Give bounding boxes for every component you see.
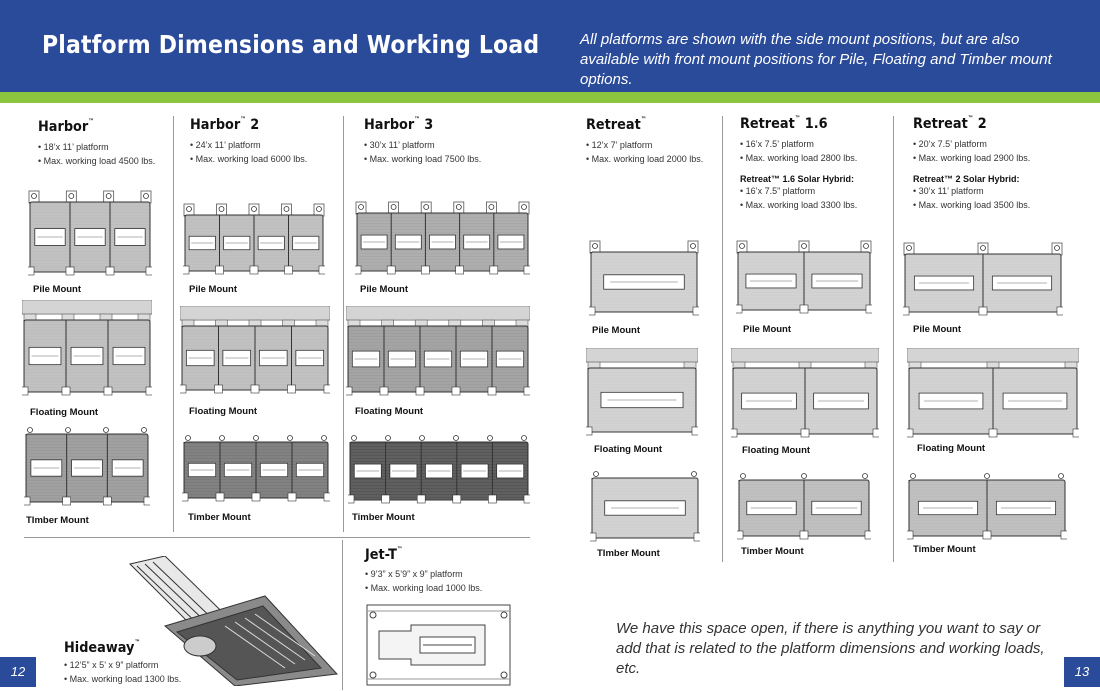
divider: [343, 116, 344, 532]
label-harbor3-floating: Floating Mount: [355, 406, 424, 417]
dock-drawing-harbor-floating: [22, 300, 152, 396]
product-retreat-2: Retreat™ 2 • 20’x 7.5’ platform • Max. w…: [913, 115, 1031, 210]
divider: [722, 116, 723, 562]
label-harbor-timber: TImber Mount: [26, 515, 89, 526]
label-harbor2-floating: Floating Mount: [189, 406, 258, 417]
label-harbor2-pile: Pile Mount: [189, 284, 238, 295]
label-retreat-timber: TImber Mount: [597, 548, 660, 559]
dock-drawing-retreat-timber: [590, 471, 700, 542]
product-hideaway: Hideaway™ • 12’5” x 5’ x 9” platform • M…: [64, 639, 182, 684]
divider: [173, 116, 174, 532]
label-retreat-pile: Pile Mount: [592, 325, 641, 336]
label-harbor-pile: Pile Mount: [33, 284, 82, 295]
dock-drawing-retreat16-pile: [736, 240, 872, 314]
divider: [893, 116, 894, 562]
label-retreat2-pile: Pile Mount: [913, 324, 962, 335]
dock-drawing-harbor2-pile: [183, 203, 325, 275]
dock-drawing-retreat2-floating: [907, 348, 1079, 438]
label-retreat16-floating: Floating Mount: [742, 445, 811, 456]
product-jet-t: Jet-T™ • 9’3” x 5’9” x 9” platform • Max…: [365, 546, 483, 593]
dock-drawing-harbor2-timber: [182, 435, 330, 502]
hideaway-drawing: [129, 556, 339, 686]
divider: [24, 537, 530, 538]
product-retreat-1-6: Retreat™ 1.6 • 16’x 7.5’ platform • Max.…: [740, 115, 858, 210]
label-retreat2-floating: Floating Mount: [917, 443, 986, 454]
label-harbor-floating: Floating Mount: [30, 407, 99, 418]
header-banner: Platform Dimensions and Working Load All…: [0, 0, 1100, 92]
page-title: Platform Dimensions and Working Load: [42, 30, 540, 59]
dock-drawing-retreat-floating: [586, 348, 698, 436]
dock-drawing-retreat-pile: [589, 240, 699, 316]
dock-drawing-harbor3-pile: [355, 201, 530, 275]
label-retreat-floating: Floating Mount: [594, 444, 663, 455]
divider: [342, 540, 343, 690]
dock-drawing-harbor3-floating: [346, 306, 530, 396]
label-harbor3-pile: Pile Mount: [360, 284, 409, 295]
jet-t-drawing: [366, 604, 511, 686]
product-harbor-3: Harbor™ 3 • 30’x 11’ platform • Max. wor…: [364, 116, 482, 164]
dock-drawing-harbor-timber: [24, 427, 150, 506]
dock-drawing-retreat16-floating: [731, 348, 879, 438]
header-subtitle: All platforms are shown with the side mo…: [580, 31, 1052, 88]
note-text: We have this space open, if there is any…: [616, 620, 1045, 677]
label-retreat2-timber: Timber Mount: [913, 544, 976, 555]
label-harbor3-timber: Timber Mount: [352, 512, 415, 523]
green-stripe: [0, 92, 1100, 103]
dock-drawing-retreat2-pile: [903, 242, 1063, 316]
product-retreat: Retreat™ • 12’x 7’ platform • Max. worki…: [586, 116, 704, 164]
label-retreat16-pile: Pile Mount: [743, 324, 792, 335]
dock-drawing-harbor3-timber: [348, 435, 530, 504]
dock-drawing-retreat16-timber: [737, 473, 871, 540]
page-number-left: 12: [0, 657, 36, 687]
product-harbor: Harbor™ • 18’x 11’ platform • Max. worki…: [38, 118, 156, 166]
dock-drawing-harbor2-floating: [180, 306, 330, 394]
dock-drawing-harbor-pile: [28, 190, 152, 276]
label-harbor2-timber: Timber Mount: [188, 512, 251, 523]
dock-drawing-retreat2-timber: [907, 473, 1067, 540]
product-harbor-2: Harbor™ 2 • 24’x 11’ platform • Max. wor…: [190, 116, 308, 164]
page-number-right: 13: [1064, 657, 1100, 687]
label-retreat16-timber: Timber Mount: [741, 546, 804, 557]
